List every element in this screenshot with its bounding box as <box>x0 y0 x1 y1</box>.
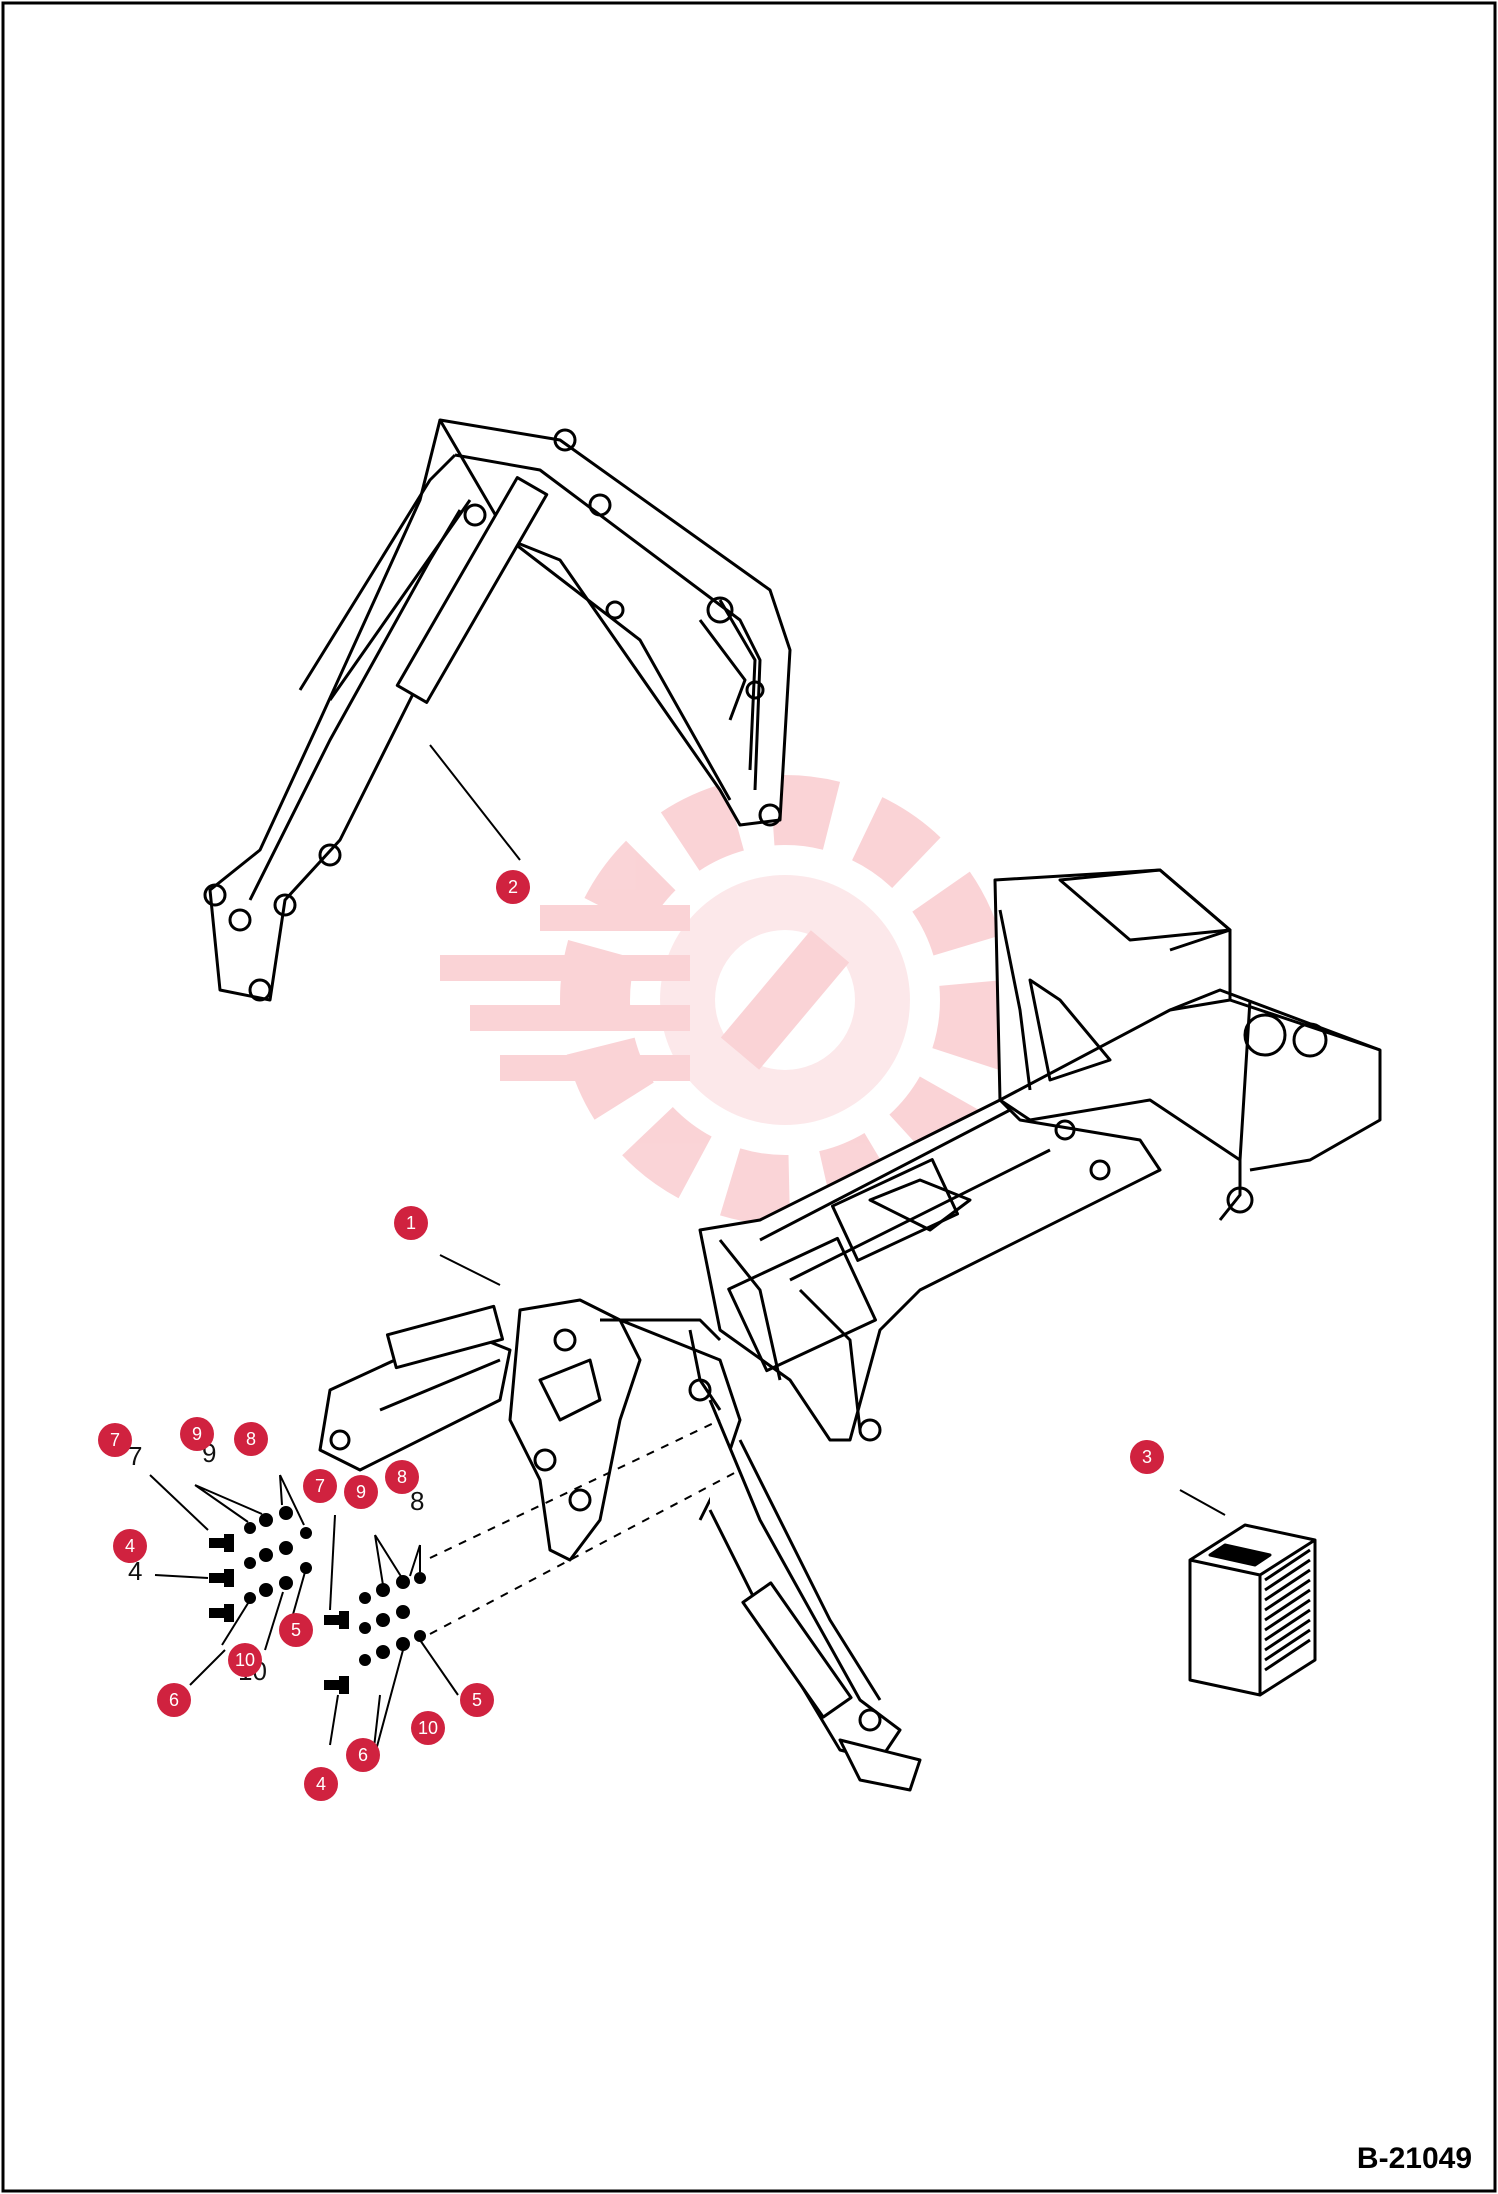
plain-number-4: 4 <box>128 1556 142 1586</box>
backhoe-boom-assembly <box>203 418 792 1002</box>
gear-wrench-icon <box>440 775 1010 1225</box>
svg-text:6: 6 <box>358 1745 368 1765</box>
callout-6[interactable]: 6 <box>157 1683 191 1717</box>
svg-text:10: 10 <box>418 1718 438 1738</box>
callouts: 1 2 3 7 9 8 7 9 <box>98 870 1164 1801</box>
callout-6-second[interactable]: 6 <box>346 1738 380 1772</box>
svg-text:9: 9 <box>192 1424 202 1444</box>
svg-text:8: 8 <box>397 1467 407 1487</box>
callout-4-second[interactable]: 4 <box>304 1767 338 1801</box>
callout-7-second[interactable]: 7 <box>303 1469 337 1503</box>
mounting-hardware <box>209 1506 426 1694</box>
svg-text:3: 3 <box>1142 1447 1152 1467</box>
callout-4[interactable]: 4 <box>113 1529 147 1563</box>
callout-2[interactable]: 2 <box>496 870 530 904</box>
callout-5-second[interactable]: 5 <box>460 1683 494 1717</box>
callout-5[interactable]: 5 <box>279 1613 313 1647</box>
plain-number-8: 8 <box>410 1486 424 1516</box>
callout-10[interactable]: 10 <box>228 1643 262 1677</box>
callout-1[interactable]: 1 <box>394 1206 428 1240</box>
svg-text:5: 5 <box>291 1620 301 1640</box>
svg-text:2: 2 <box>508 877 518 897</box>
callout-8-second[interactable]: 8 <box>385 1460 419 1494</box>
callout-9[interactable]: 9 <box>180 1417 214 1451</box>
svg-text:9: 9 <box>356 1482 366 1502</box>
callout-3[interactable]: 3 <box>1130 1440 1164 1474</box>
svg-text:6: 6 <box>169 1690 179 1710</box>
svg-text:4: 4 <box>316 1774 326 1794</box>
decal-package-icon <box>1188 1523 1317 1697</box>
callout-9-second[interactable]: 9 <box>344 1475 378 1509</box>
svg-text:8: 8 <box>246 1429 256 1449</box>
swing-mount-assembly <box>318 1298 922 1792</box>
callout-7[interactable]: 7 <box>98 1423 132 1457</box>
svg-text:4: 4 <box>125 1536 135 1556</box>
callout-10-second[interactable]: 10 <box>411 1711 445 1745</box>
assembly-lines <box>429 1419 741 1635</box>
svg-text:1: 1 <box>406 1213 416 1233</box>
svg-text:10: 10 <box>235 1650 255 1670</box>
svg-text:5: 5 <box>472 1690 482 1710</box>
main-frame <box>698 868 1382 1442</box>
drawing-number: B-21049 <box>1357 2142 1472 2175</box>
callout-8[interactable]: 8 <box>234 1422 268 1456</box>
plain-number-7: 7 <box>128 1441 142 1471</box>
svg-text:7: 7 <box>315 1476 325 1496</box>
svg-text:7: 7 <box>110 1430 120 1450</box>
